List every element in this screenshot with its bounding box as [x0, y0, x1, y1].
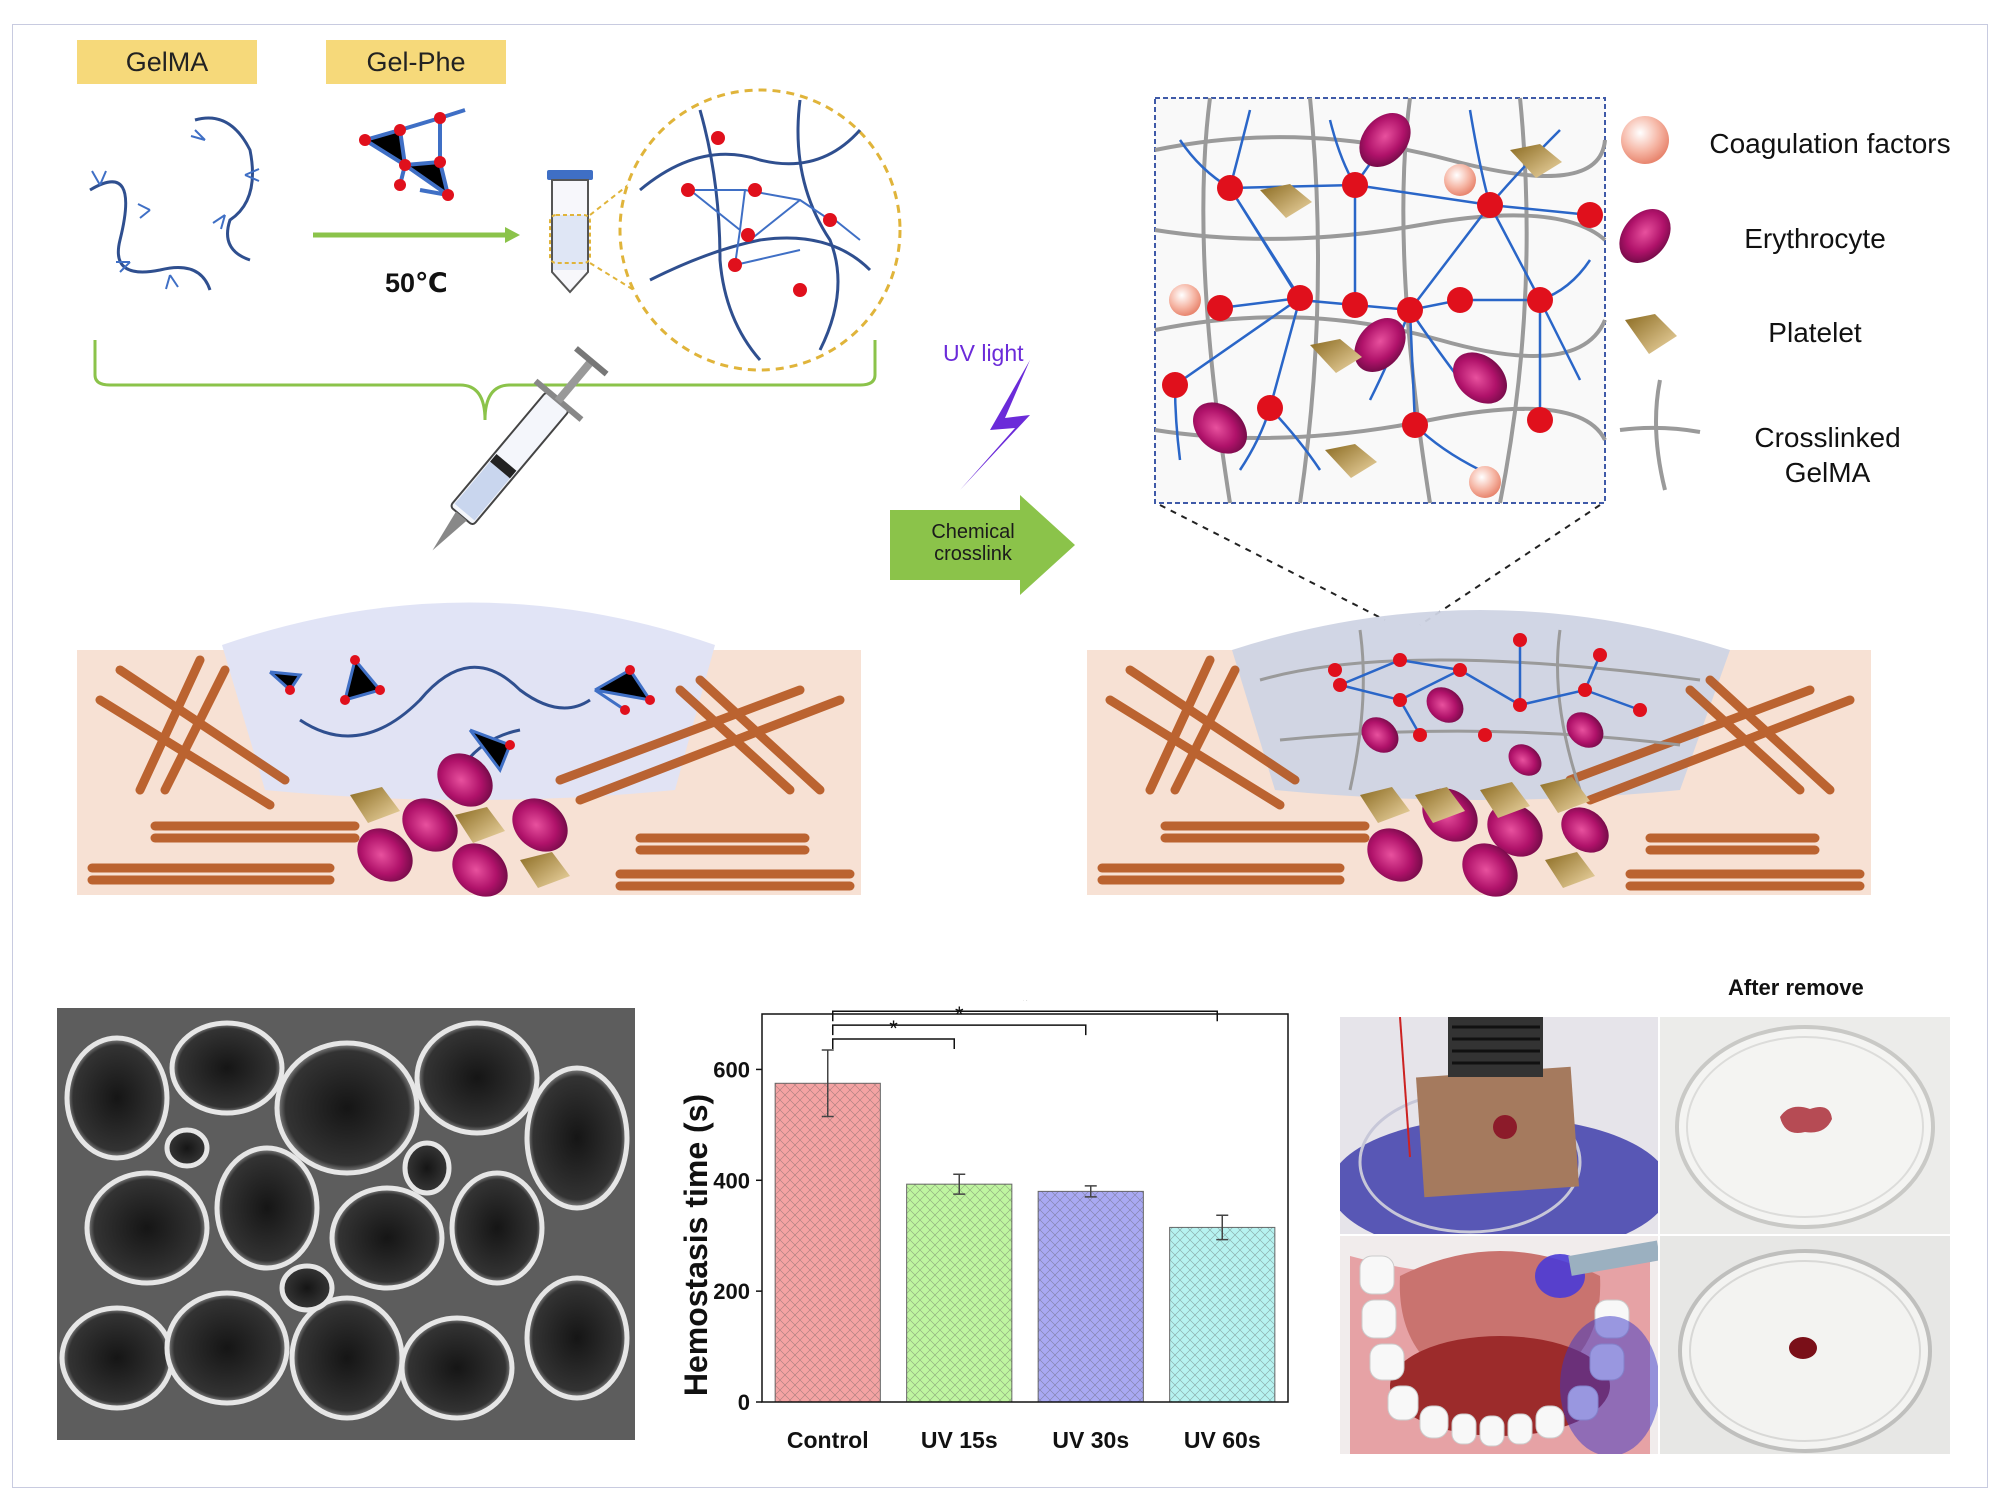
erythrocyte-icon: [1619, 209, 1671, 263]
chemical-crosslink-label: Chemical crosslink: [931, 521, 1015, 565]
gelphe-network: [363, 108, 466, 200]
crosslink-arrow: [890, 495, 1075, 595]
gelphe-nodes: [359, 112, 454, 201]
bar-hatch: [1038, 1191, 1144, 1402]
bar-hatch: [1169, 1227, 1275, 1402]
y-tick-label: 200: [713, 1279, 750, 1304]
gelma-chains: [89, 116, 254, 291]
legend-crosslinked-label: Crosslinked GelMA: [1754, 422, 1901, 488]
gelma-label: GelMA: [125, 46, 209, 77]
error-bar: [1084, 1185, 1097, 1198]
error-bar: [821, 1049, 834, 1118]
y-tick-label: 600: [713, 1057, 750, 1082]
significance-bracket: [832, 1038, 955, 1049]
syringe-icon: [432, 346, 609, 551]
tube-icon: [547, 170, 593, 294]
error-bar: [953, 1173, 966, 1195]
gelphe-tag: Gel-Phe: [326, 40, 506, 84]
x-tick-label: Control: [787, 1427, 869, 1453]
y-tick-label: 400: [713, 1168, 750, 1193]
bar-hatch: [906, 1184, 1012, 1402]
significance-bracket: [832, 1024, 1087, 1036]
bar-hatch: [775, 1083, 881, 1402]
x-tick-label: UV 30s: [1052, 1427, 1129, 1453]
error-bar: [1216, 1214, 1229, 1241]
significance-star: *: [1021, 1000, 1030, 1013]
magnified-gel-view: [618, 88, 902, 372]
photo-gel-removed-2: [1660, 1236, 1950, 1454]
figure-frame: [12, 24, 1988, 1488]
sem-image: [57, 1008, 635, 1440]
significance-bracket: [832, 1010, 1218, 1022]
legend-erythrocyte-label: Erythrocyte: [1744, 223, 1886, 254]
crosslinked-inset: [1154, 97, 1607, 504]
uv-light-label: UV light: [943, 340, 1024, 366]
temperature-label: 50℃: [385, 268, 448, 298]
legend-coagulation-label: Coagulation factors: [1709, 128, 1951, 159]
after-remove-label: After remove: [1728, 975, 1864, 1000]
gelma-tag: GelMA: [77, 40, 257, 84]
significance-star: *: [955, 1002, 964, 1027]
photo-oral-model: [1340, 1236, 1658, 1454]
gelphe-label: Gel-Phe: [366, 46, 466, 77]
y-tick-label: 0: [738, 1390, 750, 1415]
wound-right: [1087, 610, 1871, 897]
significance-star: *: [889, 1016, 898, 1041]
uv-bolt-icon: [960, 360, 1030, 490]
bracket: [93, 340, 877, 421]
photo-uv-curing-tissue: [1340, 1017, 1658, 1234]
hemostasis-bar-chart: Control UV 15s UV 30s UV 60s 0 200 400 600 * * * H…: [678, 1000, 1289, 1453]
chart-axes-frame: [761, 1013, 1289, 1403]
gelma-branches: [91, 129, 260, 290]
wound-left: [77, 602, 861, 897]
platelet-icon: [1625, 314, 1677, 354]
chart-y-axis-label: Hemostasis time (s): [678, 1094, 714, 1396]
x-tick-label: UV 60s: [1184, 1427, 1261, 1453]
legend-platelet-label: Platelet: [1768, 317, 1862, 348]
crosslinked-gelma-icon: [1619, 379, 1701, 491]
hydrogel-schematic: [77, 88, 1871, 897]
coagulation-factor-icon: [1621, 116, 1669, 164]
photo-gel-removed-1: [1660, 1017, 1950, 1234]
x-tick-label: UV 15s: [921, 1427, 998, 1453]
